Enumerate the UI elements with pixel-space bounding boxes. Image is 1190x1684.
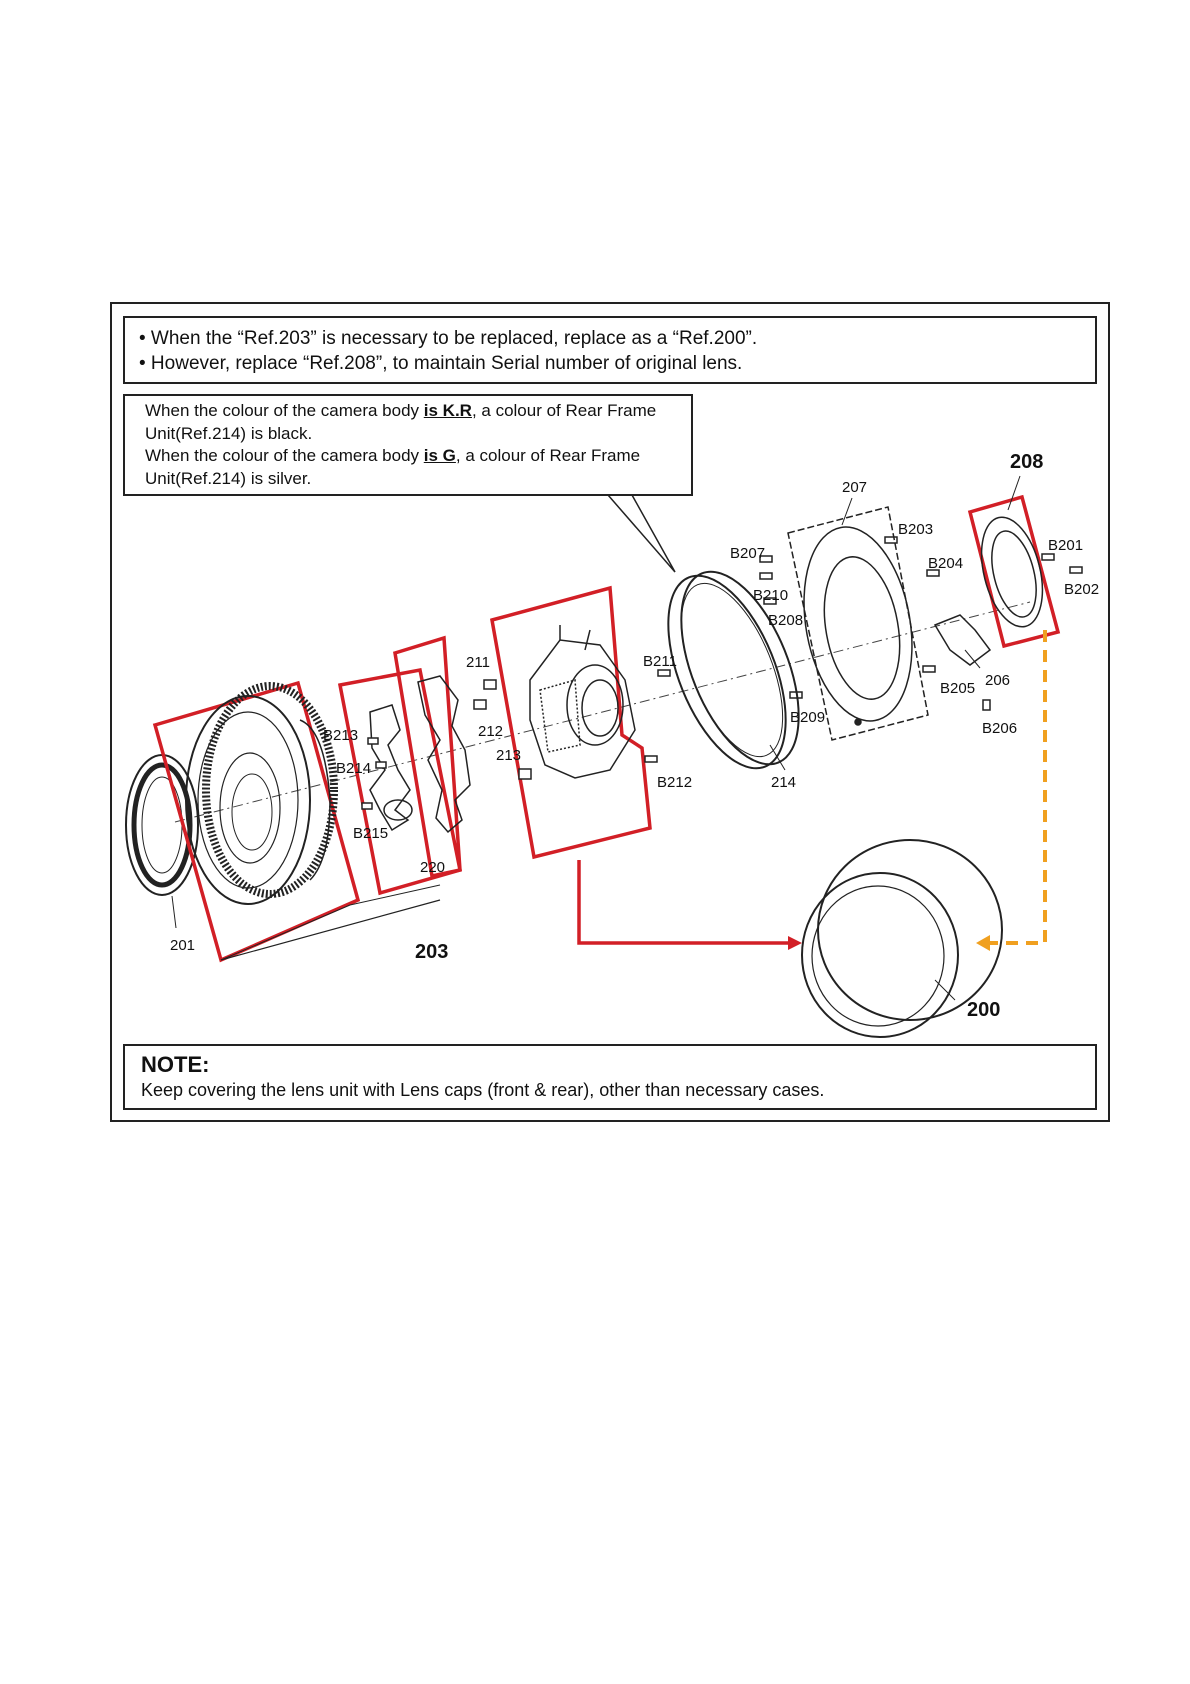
part-220-plate [369, 704, 413, 832]
small-screws [361, 536, 1083, 810]
replacement-note-line-1: • When the “Ref.203” is necessary to be … [139, 328, 758, 349]
label-b202: B202 [1064, 581, 1099, 598]
ref-207-dashed-box [787, 506, 929, 741]
label-b203: B203 [898, 521, 933, 538]
label-212: 212 [478, 723, 503, 740]
label-208: 208 [1010, 451, 1043, 473]
part-lens-barrel [185, 682, 338, 905]
diagram-frame [110, 302, 1110, 1122]
note-title: NOTE: [141, 1052, 210, 1077]
replacement-note-line-2: • However, replace “Ref.208”, to maintai… [139, 353, 743, 374]
colour-note-kr: is K.R [423, 401, 472, 420]
label-b211: B211 [643, 653, 677, 670]
part-206 [933, 614, 992, 666]
colour-note-line-1a: When the colour of the camera body [145, 401, 424, 420]
leader-lines [769, 475, 1021, 1001]
replacement-note: • When the “Ref.203” is necessary to be … [123, 316, 1097, 384]
colour-note: When the colour of the camera body is K.… [123, 394, 693, 496]
label-b205: B205 [940, 680, 975, 697]
label-b210: B210 [753, 587, 788, 604]
callout-pointer [607, 494, 676, 573]
part-plate-box3 [417, 675, 471, 834]
red-arrowhead [788, 936, 802, 950]
label-b213: B213 [323, 727, 358, 744]
orange-dashed-arrow-208-to-200 [990, 630, 1047, 945]
label-220: 220 [420, 859, 445, 876]
label-b206: B206 [982, 720, 1017, 737]
colour-note-g: is G [423, 446, 456, 465]
label-b214: B214 [336, 760, 371, 777]
label-207: 207 [842, 479, 867, 496]
label-b204: B204 [928, 555, 963, 572]
label-214: 214 [771, 774, 796, 791]
part-focus-unit [529, 625, 636, 779]
label-200: 200 [967, 999, 1000, 1021]
colour-note-line-2: Unit(Ref.214) is black. [145, 423, 313, 443]
part-214-rear-frame [667, 570, 800, 770]
note-box: NOTE: Keep covering the lens unit with L… [123, 1044, 1097, 1110]
colour-note-line-1c: , a colour of Rear Frame [471, 401, 657, 420]
optical-axis [174, 601, 1031, 823]
colour-note-line-3a: When the colour of the camera body [145, 446, 424, 465]
colour-note-line-3c: , a colour of Rear Frame [455, 446, 641, 465]
label-213: 213 [496, 747, 521, 764]
red-arrow-203-to-200 [577, 860, 790, 945]
label-206: 206 [985, 672, 1010, 689]
label-b207: B207 [730, 545, 765, 562]
part-200-lens-unit [801, 839, 1003, 1038]
orange-arrowhead [976, 935, 990, 951]
part-208-mount-ring [980, 516, 1044, 628]
label-b201: B201 [1048, 537, 1083, 554]
label-201: 201 [170, 937, 195, 954]
label-211: 211 [466, 654, 490, 671]
colour-note-line-4: Unit(Ref.214) is silver. [145, 468, 312, 488]
label-b215: B215 [353, 825, 388, 842]
ref-203-highlight [152, 585, 652, 963]
label-b208: B208 [768, 612, 803, 629]
label-b212: B212 [657, 774, 692, 791]
label-203: 203 [415, 941, 448, 963]
note-body: Keep covering the lens unit with Lens ca… [141, 1080, 825, 1100]
part-207-mount-plate [803, 526, 913, 726]
label-b209: B209 [790, 709, 825, 726]
